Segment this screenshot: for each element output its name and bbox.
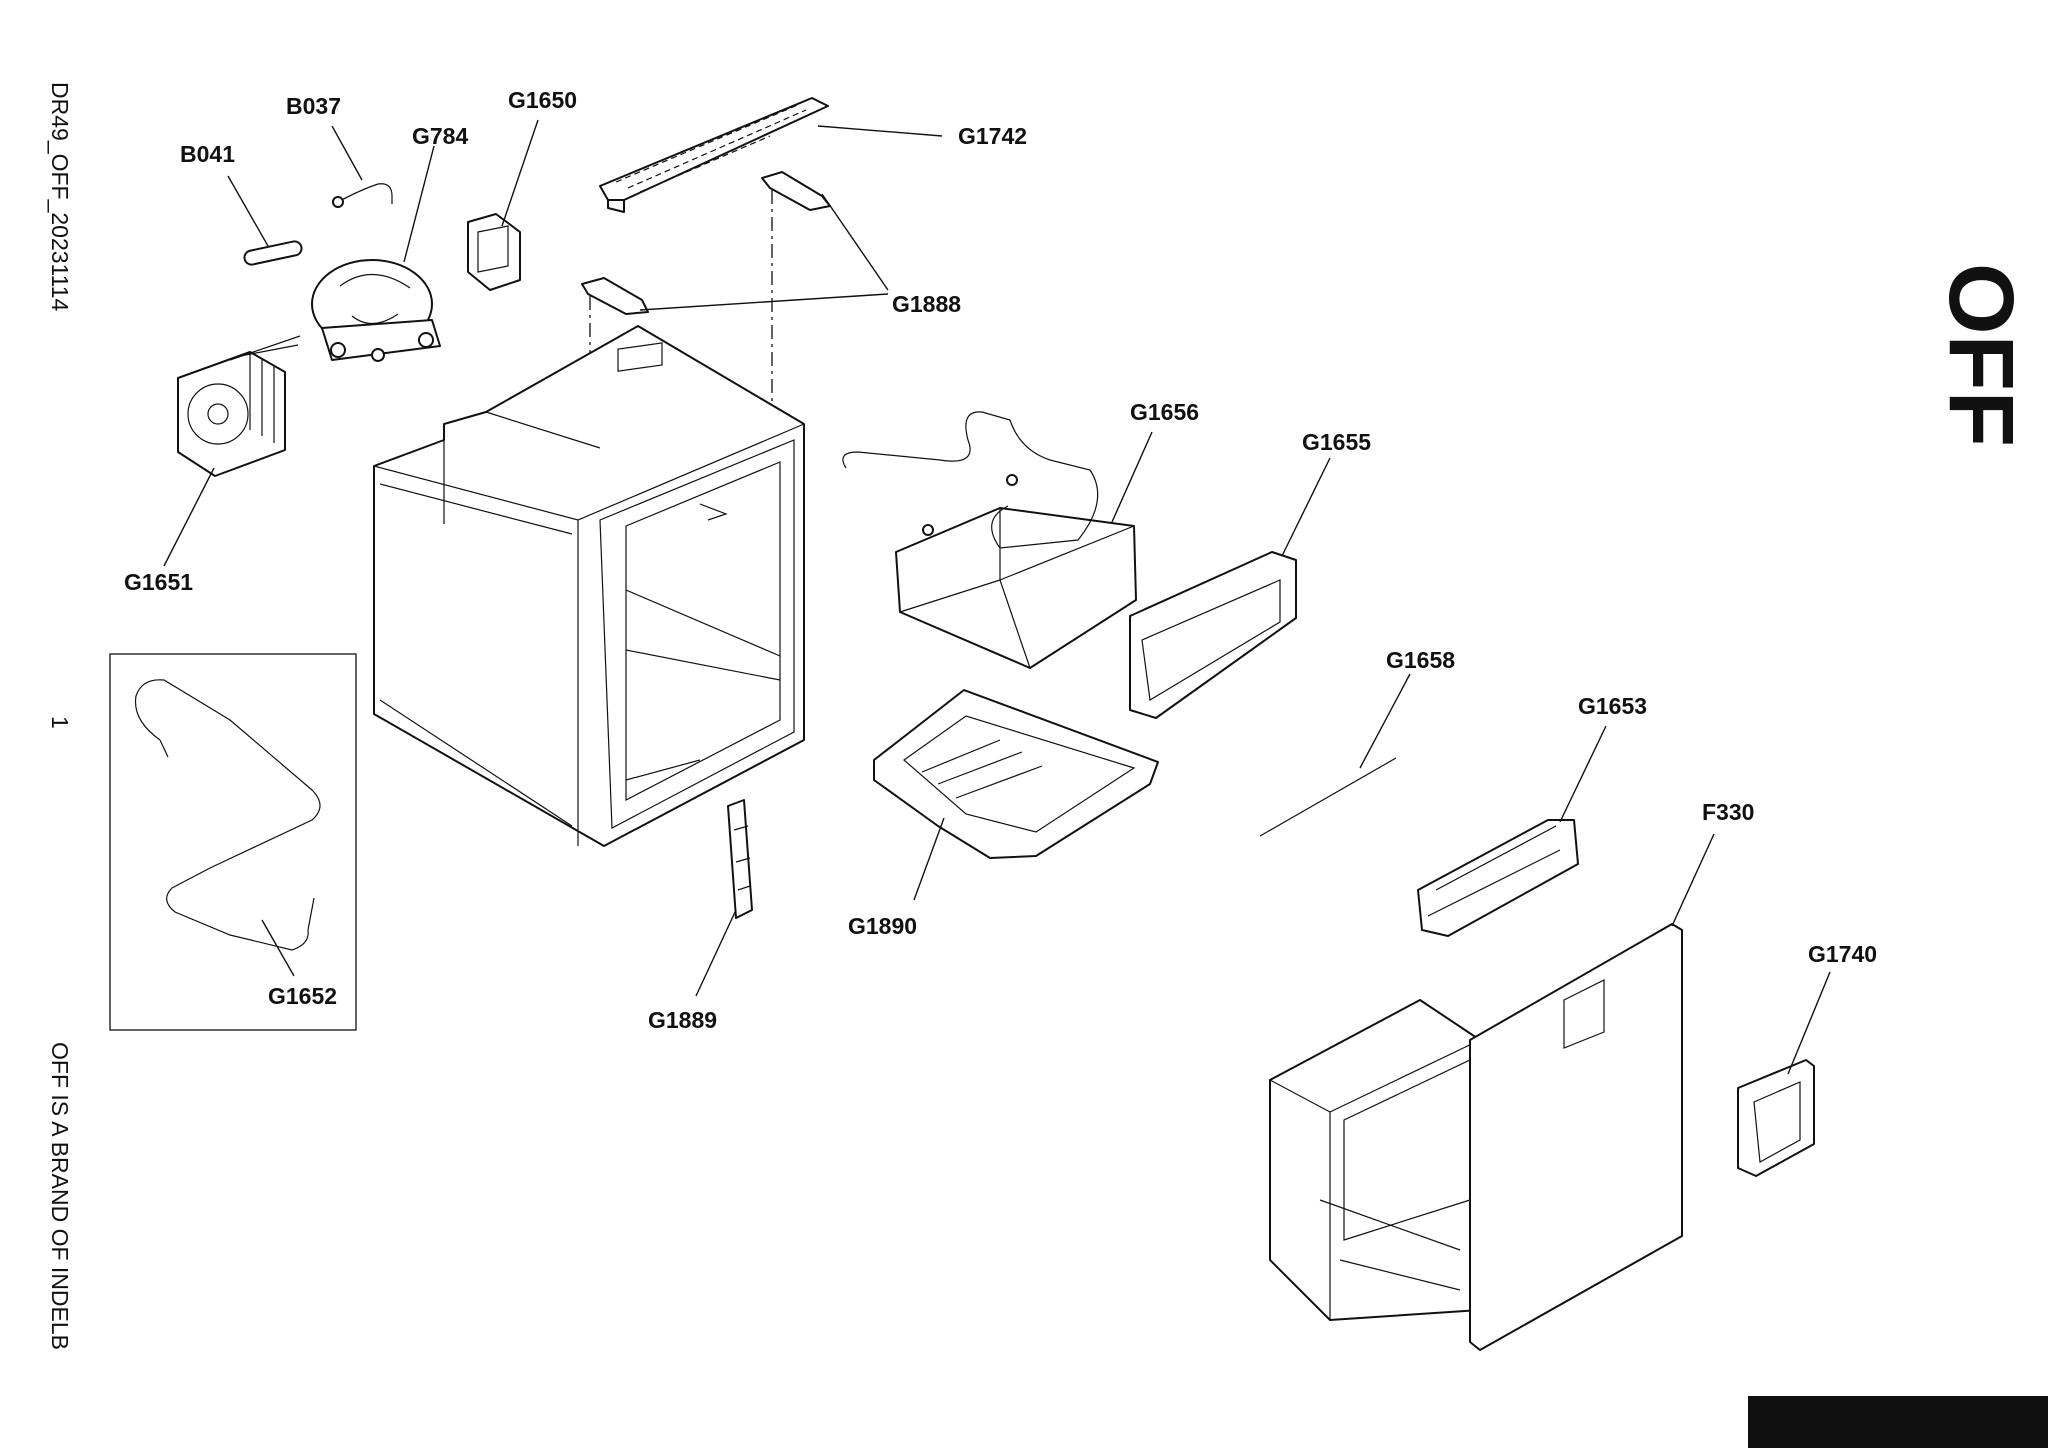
door-handle-part (1737, 1059, 1815, 1177)
label-f330: F330 (1702, 799, 1754, 825)
brand-logo: OFF (1930, 263, 2032, 447)
label-g1650: G1650 (508, 87, 577, 113)
label-g1889: G1889 (648, 1007, 717, 1033)
label-g1656: G1656 (1130, 399, 1199, 425)
label-b041: B041 (180, 141, 235, 167)
drier-filter-part (243, 240, 303, 266)
heater-inset-box (109, 653, 357, 1031)
hinge-part (727, 799, 753, 919)
label-g1888: G1888 (892, 291, 961, 317)
label-g1653: G1653 (1578, 693, 1647, 719)
label-g1742: G1742 (958, 123, 1027, 149)
footer-bar (1748, 1396, 2048, 1448)
drawer-assembly-part (1269, 923, 1683, 1351)
svg-text:OFF: OFF (1930, 263, 2032, 447)
label-g1652: G1652 (268, 983, 337, 1009)
label-g784: G784 (412, 123, 468, 149)
heater-wire-part (134, 679, 321, 951)
condenser-unit-part (177, 335, 301, 477)
thermostat-part (467, 213, 521, 291)
label-g1890: G1890 (848, 913, 917, 939)
label-g1658: G1658 (1386, 647, 1455, 673)
page-number: 1 (47, 716, 73, 729)
bracket-left-part (581, 277, 649, 315)
leader-lines (163, 119, 1831, 1075)
label-g1655: G1655 (1302, 429, 1371, 455)
drawing-code: DR49_OFF_20231114 (47, 82, 73, 312)
brand-note: OFF IS A BRAND OF INDELB (47, 1042, 73, 1350)
door-shelf-part (1417, 819, 1579, 937)
label-b037: B037 (286, 93, 341, 119)
label-g1740: G1740 (1808, 941, 1877, 967)
evaporator-door-part (1129, 551, 1297, 719)
capillary-tube-part (332, 183, 393, 208)
drip-tray-part (873, 689, 1159, 859)
compressor-part (311, 259, 441, 362)
evaporator-part (842, 411, 1137, 669)
vent-grille-part (599, 97, 829, 213)
label-g1651: G1651 (124, 569, 193, 595)
cabinet-body-part (373, 325, 805, 847)
gasket-strip-part (1259, 757, 1397, 837)
